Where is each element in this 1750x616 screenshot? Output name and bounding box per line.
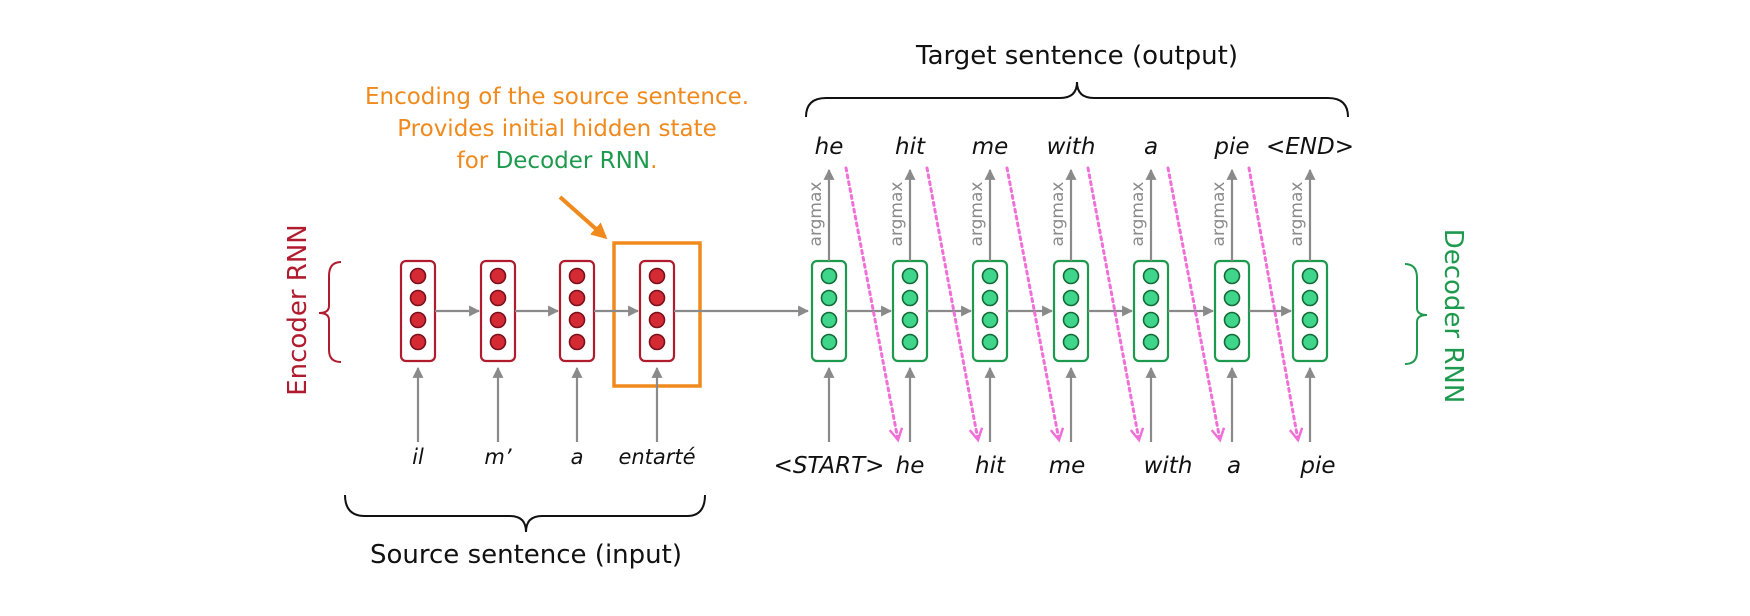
decoder-0-neuron — [820, 267, 838, 285]
encoder-3-neuron — [648, 267, 666, 285]
annotation-decoder-highlight: Decoder RNN — [496, 148, 651, 174]
decoder-0-neuron — [820, 289, 838, 307]
output-word: hit — [895, 134, 926, 160]
annotation-line-3-suffix: . — [650, 148, 657, 174]
source-brace — [344, 494, 706, 533]
encoder-2-neuron — [568, 333, 586, 351]
encoder-0-neuron — [409, 289, 427, 307]
target-sentence-title: Target sentence (output) — [915, 41, 1238, 71]
decoder-input-word: a — [1227, 453, 1241, 479]
feed-previous-output-arrow — [1166, 166, 1220, 440]
encoder-3-neuron — [648, 311, 666, 329]
decoder-6-neuron — [1301, 289, 1319, 307]
encoder-2-neuron — [568, 289, 586, 307]
annotation-line-1: Encoding of the source sentence. — [365, 84, 749, 110]
decoder-2-neuron — [981, 333, 999, 351]
argmax-label: argmax — [887, 182, 907, 247]
decoder-5-neuron — [1223, 311, 1241, 329]
argmax-label: argmax — [967, 182, 987, 247]
encoder-1-neuron — [489, 311, 507, 329]
decoder-4-neuron — [1142, 333, 1160, 351]
argmax-label: argmax — [1128, 182, 1148, 247]
encoder-rnn-label: Encoder RNN — [283, 224, 313, 396]
encoder-brace — [318, 261, 342, 363]
decoder-6-neuron — [1301, 333, 1319, 351]
decoder-3-neuron — [1062, 289, 1080, 307]
decoder-2-neuron — [981, 267, 999, 285]
encoder-0-neuron — [409, 333, 427, 351]
encoder-1-neuron — [489, 289, 507, 307]
decoder-5-neuron — [1223, 333, 1241, 351]
decoder-5-neuron — [1223, 267, 1241, 285]
feed-previous-output-arrow — [844, 166, 898, 440]
decoder-input-word: with — [1144, 453, 1193, 479]
decoder-input-word: hit — [975, 453, 1006, 479]
encoder-3-neuron — [648, 289, 666, 307]
decoder-brace — [1404, 263, 1428, 365]
source-word: entarté — [618, 445, 695, 469]
decoder-6-neuron — [1301, 267, 1319, 285]
decoder-4-neuron — [1142, 311, 1160, 329]
decoder-6-neuron — [1301, 311, 1319, 329]
source-word: il — [412, 445, 424, 469]
decoder-input-word: <START> — [774, 453, 885, 479]
decoder-2-neuron — [981, 289, 999, 307]
target-brace — [805, 81, 1349, 118]
decoder-layer: argmax he <START> argmax hit he argmax me hit arg… — [774, 134, 1354, 479]
annotation-line-3: for Decoder RNN. — [457, 148, 658, 174]
decoder-3-neuron — [1062, 311, 1080, 329]
encoder-3-neuron — [648, 333, 666, 351]
output-word: he — [815, 134, 844, 160]
encoder-2-neuron — [568, 267, 586, 285]
decoder-0-neuron — [820, 311, 838, 329]
feed-previous-output-arrow — [1086, 166, 1139, 440]
encoder-1-neuron — [489, 333, 507, 351]
argmax-label: argmax — [1287, 182, 1307, 247]
decoder-input-word: pie — [1299, 453, 1335, 479]
annotation-line-3-prefix: for — [457, 148, 496, 174]
encoder-0-neuron — [409, 311, 427, 329]
argmax-label: argmax — [1048, 182, 1068, 247]
output-word: with — [1047, 134, 1096, 160]
decoder-5-neuron — [1223, 289, 1241, 307]
feed-previous-output-arrow — [1005, 166, 1059, 440]
encoder-1-neuron — [489, 267, 507, 285]
decoder-1-neuron — [901, 289, 919, 307]
decoder-1-neuron — [901, 333, 919, 351]
decoder-1-neuron — [901, 311, 919, 329]
encoder-2-neuron — [568, 311, 586, 329]
decoder-4-neuron — [1142, 267, 1160, 285]
argmax-label: argmax — [1209, 182, 1229, 247]
decoder-2-neuron — [981, 311, 999, 329]
decoder-rnn-label: Decoder RNN — [1438, 229, 1468, 404]
output-word: pie — [1213, 134, 1249, 160]
argmax-label: argmax — [806, 182, 826, 247]
encoder-0-neuron — [409, 267, 427, 285]
feed-previous-output-arrow — [1247, 166, 1298, 440]
encoder-layer: il m’ a entarté — [399, 259, 810, 469]
annotation-arrow — [558, 195, 608, 240]
decoder-input-word: me — [1049, 453, 1086, 479]
output-word: me — [972, 134, 1009, 160]
annotation-line-2: Provides initial hidden state — [397, 116, 717, 142]
feed-previous-output-arrow — [925, 166, 978, 440]
source-word: a — [571, 445, 584, 469]
decoder-3-neuron — [1062, 267, 1080, 285]
decoder-4-neuron — [1142, 289, 1160, 307]
output-word: a — [1144, 134, 1158, 160]
output-word: <END> — [1266, 134, 1354, 160]
source-word: m’ — [484, 445, 511, 469]
decoder-0-neuron — [820, 333, 838, 351]
decoder-input-word: he — [896, 453, 925, 479]
decoder-1-neuron — [901, 267, 919, 285]
decoder-3-neuron — [1062, 333, 1080, 351]
source-sentence-title: Source sentence (input) — [370, 540, 682, 570]
